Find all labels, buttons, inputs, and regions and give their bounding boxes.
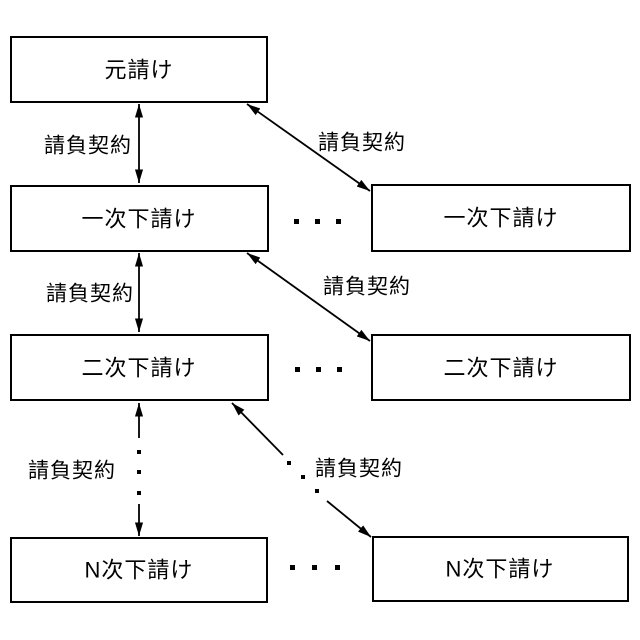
ellipsis-dot <box>337 367 342 372</box>
dotted-line-dot <box>315 489 319 493</box>
box-tierN-sub-right: N次下請け <box>372 536 629 602</box>
ellipsis-row-tier1 <box>294 219 341 224</box>
box-tier1-sub-left-label: 一次下請け <box>81 207 196 232</box>
ellipsis-row-tierN <box>290 565 340 570</box>
box-tier2-sub-left: 二次下請け <box>10 334 269 401</box>
contract-arrow-tier2-tierN-right-dotted: 請負契約 <box>231 402 403 538</box>
dotted-line-dot <box>301 475 305 479</box>
box-tier1-sub-left: 一次下請け <box>10 185 269 252</box>
box-tier1-sub-right-label: 一次下請け <box>443 206 558 231</box>
arrow-upleft-segment <box>231 402 284 456</box>
box-tier2-sub-right: 二次下請け <box>371 334 631 401</box>
dotted-line-dot <box>287 461 291 465</box>
double-arrow-diagonal-1 <box>246 103 371 192</box>
box-tier1-sub-left-rect <box>10 185 269 252</box>
ellipsis-dot <box>336 219 341 224</box>
contract-label-v2: 請負契約 <box>46 283 134 306</box>
box-prime-contractor-label: 元請け <box>104 58 173 83</box>
box-tier2-sub-left-label: 二次下請け <box>81 356 196 381</box>
box-tierN-sub-left-label: N次下請け <box>85 558 194 583</box>
ellipsis-dot <box>335 565 340 570</box>
dotted-line-dot <box>137 470 141 474</box>
dotted-line-dot <box>137 491 141 495</box>
contract-arrow-tier2-tierN-dotted: 請負契約 <box>28 403 144 536</box>
contract-label-d3: 請負契約 <box>315 458 403 481</box>
box-tierN-sub-right-rect <box>372 536 629 602</box>
ellipsis-dot <box>316 367 321 372</box>
contract-label-d1: 請負契約 <box>318 132 406 155</box>
ellipsis-dot <box>294 219 299 224</box>
box-tier1-sub-right-rect <box>371 184 631 252</box>
ellipsis-dot <box>312 565 317 570</box>
contract-arrow-prime-tier1-right: 請負契約 <box>246 103 406 192</box>
box-tierN-sub-left: N次下請け <box>10 537 268 603</box>
box-tier2-sub-right-label: 二次下請け <box>443 356 558 381</box>
ellipsis-row-tier2 <box>295 367 342 372</box>
box-tier1-sub-right: 一次下請け <box>371 184 631 252</box>
arrow-downright-segment <box>326 500 372 538</box>
contract-arrow-tier1-tier2: 請負契約 <box>46 253 144 332</box>
ellipsis-dot <box>290 565 295 570</box>
contract-label-d2: 請負契約 <box>323 276 411 299</box>
contract-arrow-tier1-tier2-right: 請負契約 <box>246 252 411 342</box>
contract-label-v1: 請負契約 <box>44 135 132 158</box>
box-tier2-sub-right-rect <box>371 334 631 401</box>
box-tierN-sub-left-rect <box>10 537 268 603</box>
dotted-line-dot <box>137 450 141 454</box>
box-tierN-sub-right-label: N次下請け <box>446 557 555 582</box>
box-prime-contractor-rect <box>10 36 268 103</box>
contract-label-v3: 請負契約 <box>28 460 116 483</box>
contract-arrow-prime-tier1: 請負契約 <box>44 104 144 183</box>
box-prime-contractor: 元請け <box>10 36 268 103</box>
ellipsis-dot <box>315 219 320 224</box>
box-tier2-sub-left-rect <box>10 334 269 401</box>
ellipsis-dot <box>295 367 300 372</box>
double-arrow-diagonal-2 <box>246 252 371 342</box>
